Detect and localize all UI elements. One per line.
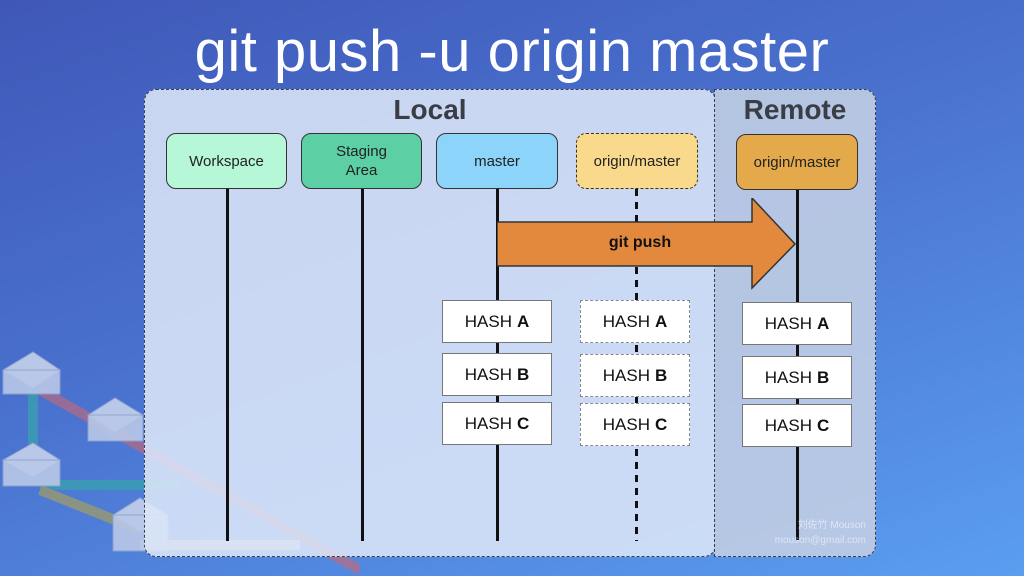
remote-origin-master-label: origin/master	[753, 153, 841, 171]
git-push-arrow	[497, 198, 797, 290]
author-watermark: 刘佐竹 Mouson mouson@gmail.com	[775, 518, 866, 548]
workspace-box: Workspace	[166, 133, 287, 189]
local-panel-label: Local	[393, 94, 467, 125]
watermark-email: mouson@gmail.com	[774, 535, 866, 546]
local-origin-master-label: origin/master	[593, 152, 681, 170]
master-box: master	[436, 133, 558, 189]
watermark-name: 刘佐竹 Mouson	[797, 520, 866, 531]
workspace-lifeline	[226, 189, 229, 541]
local-origin-master-box: origin/master	[576, 133, 698, 189]
slide-title: git push -u origin master	[194, 19, 830, 84]
workspace-label: Workspace	[189, 152, 264, 170]
staging-area-box: Staging Area	[301, 133, 422, 189]
git-push-label: git push	[608, 234, 672, 251]
staging-lifeline	[361, 189, 364, 541]
remote-origin-master-box: origin/master	[736, 134, 858, 190]
remote-panel-label: Remote	[743, 94, 847, 125]
staging-area-label: Staging Area	[336, 143, 387, 179]
master-label: master	[474, 152, 520, 170]
